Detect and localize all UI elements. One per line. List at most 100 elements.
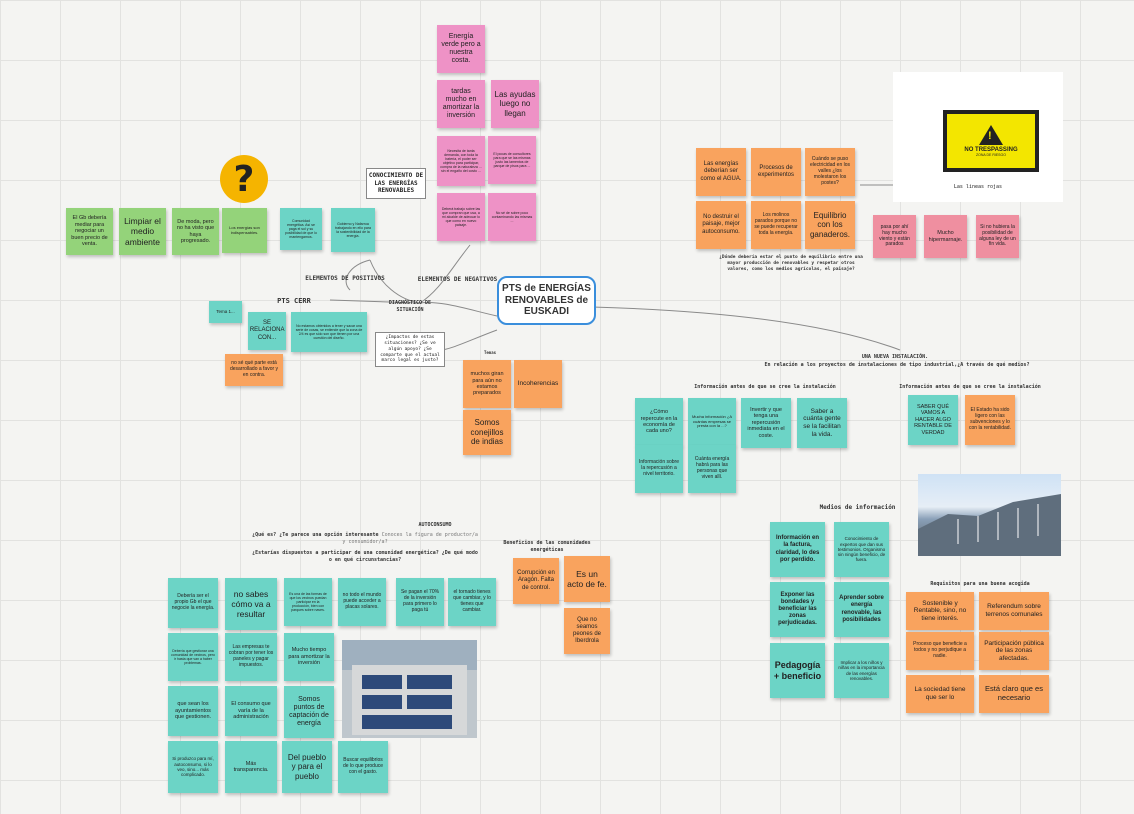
heading-nueva: UNA NUEVA INSTALACIÓN. [861, 354, 929, 360]
note[interactable]: Somos puntos de captación de energía [284, 686, 334, 738]
no-trespassing-sign: ! NO TRESPASSING ZONA DE RIESGO [943, 110, 1039, 172]
note[interactable]: No sé de sobre poco contaminando las mis… [488, 193, 536, 241]
title-line-2: RENOVABLES de [504, 294, 589, 306]
note[interactable]: Aprender sobre energía renovable, las po… [834, 582, 889, 637]
note[interactable]: Los molinos parados porque no se puede r… [751, 201, 801, 249]
note[interactable]: Energía verde pero a nuestra costa. [437, 25, 485, 73]
heading-autoconsumo: AUTOCONSUMO [418, 522, 452, 528]
note[interactable]: Conocimiento de expertos que dan sus tes… [834, 522, 889, 577]
note[interactable]: Proceso que beneficie a todos y no perju… [906, 632, 974, 670]
note[interactable]: El consumo que varía de la administració… [225, 686, 277, 736]
note[interactable]: Exponer las bondades y beneficiar las zo… [770, 582, 825, 637]
note[interactable]: muchos giran para aún no estamos prepara… [463, 360, 511, 408]
note[interactable]: No estamos obtenidos a tener y sacar una… [291, 312, 367, 352]
note[interactable]: Cuánta energía habrá para las personas q… [688, 445, 736, 493]
sign-caption: Las lineas rojas [953, 184, 1003, 190]
note[interactable]: Cuándo se puso electricidad en los valle… [805, 148, 855, 196]
note[interactable]: El Estado ha sido ligero con las subvenc… [965, 395, 1015, 445]
note[interactable]: Implicar a los niños y niñas en la impor… [834, 643, 889, 698]
sign-subtext: ZONA DE RIESGO [976, 153, 1006, 157]
solar-roof-photo [342, 640, 477, 738]
note[interactable]: Mucho tiempo para amortizar la inversión [284, 633, 334, 681]
note[interactable]: Información en la factura, claridad, lo … [770, 522, 825, 577]
note[interactable]: tardas mucho en amortizar la inversión [437, 80, 485, 128]
note[interactable]: Que no seamos peones de Iberdrola [564, 608, 610, 654]
note[interactable]: Tema 1... [209, 301, 242, 323]
warning-triangle-icon: ! [979, 125, 1003, 145]
note[interactable]: No destruir el paisaje, mejor autoconsum… [696, 201, 746, 249]
note[interactable]: Participación pública de las zonas afect… [979, 632, 1049, 670]
note[interactable]: Invertir y que tenga una repercusión inm… [741, 398, 791, 448]
note[interactable]: Debería ser el propio Gb el que negocie … [168, 578, 218, 628]
title-line-1: PTS de ENERGÍAS [502, 283, 591, 295]
note[interactable]: Más transparencia. [225, 741, 277, 793]
heading-positivos: ELEMENTOS DE POSITIVOS [305, 275, 385, 282]
autoconsumo-question-1: ¿Qué es? ¿Te parece una opción interesan… [252, 532, 478, 545]
heading-diagnostico: DIAGNÓSTICO DE SITUACIÓN [388, 300, 432, 313]
heading-nueva-question: En relación a los proyectos de instalaci… [764, 362, 1030, 368]
note[interactable]: no sabes cómo va a resultar [225, 578, 277, 630]
note[interactable]: Del pueblo y para el pueblo [282, 741, 332, 793]
note[interactable]: El Gb debería mediar para negociar un bu… [66, 208, 113, 255]
heading-negativos: ELEMENTOS DE NEGATIVOS [417, 276, 498, 283]
sign-image-card[interactable]: ! NO TRESPASSING ZONA DE RIESGO Las line… [893, 72, 1063, 202]
heading-equilibrio: ¿Dónde debería estar el punto de equilib… [719, 255, 863, 273]
note[interactable]: Comunidad energética. Así se paga el sol… [280, 208, 322, 250]
note[interactable]: Procesos de experimentos [751, 148, 801, 196]
note[interactable]: Debería que gestionar una comunidad de v… [168, 633, 218, 681]
note[interactable]: El pocas de consultores para que se las … [488, 136, 536, 184]
sign-text: NO TRESPASSING [964, 147, 1018, 153]
note[interactable]: Buscar equilibrios de lo que produce con… [338, 741, 388, 793]
heading-info-antes-2: Información antes de que se cree la inst… [899, 384, 1041, 390]
note[interactable]: Limpiar el medio ambiente [119, 208, 166, 255]
note[interactable]: no todo el mundo puede acceder a placas … [338, 578, 386, 626]
main-title-bubble[interactable]: PTS de ENERGÍAS RENOVABLES de EUSKADI [497, 276, 596, 325]
note[interactable]: La sociedad tiene que ser lo [906, 675, 974, 713]
note[interactable]: ¿Cómo repercute en la economía de cada u… [635, 398, 683, 446]
heading-requisitos: Requisitos para una buena acogida [930, 581, 1030, 587]
diagnostico-question: ¿Impactos de estas situaciones? ¿Se ve a… [375, 332, 445, 368]
note[interactable]: Mucho hipermarnaje. [924, 215, 967, 258]
note[interactable]: Pedagogía + beneficio [770, 643, 825, 698]
note[interactable]: que sean los ayuntamientos que gestionen… [168, 686, 218, 736]
heading-info-antes-1: Información antes de que se cree la inst… [694, 384, 836, 390]
note[interactable]: Es un acto de fe. [564, 556, 610, 602]
heading-pts: PTS CERR [277, 297, 311, 305]
note[interactable]: Saber a cuánta gente se la facilitan la … [797, 398, 847, 448]
note[interactable]: SABER QUÉ VAMOS A HACER ALGO RENTABLE DE… [908, 395, 958, 445]
note[interactable]: Es una de las formas de que los vecinos … [284, 578, 332, 626]
note[interactable]: Equilibrio con los ganaderos. [805, 201, 855, 249]
note[interactable]: Las ayudas luego no llegan [491, 80, 539, 128]
autoconsumo-question-2: ¿Estarías dispuestos a participar de una… [252, 550, 478, 563]
heading-medios: Medios de información [819, 504, 896, 511]
note[interactable]: Referendum sobre terrenos comunales [979, 592, 1049, 630]
note[interactable]: Las energías deberían ser como el AGUA. [696, 148, 746, 196]
title-line-3: EUSKADI [523, 306, 569, 318]
heading-beneficios: Beneficios de las comunidades energética… [503, 540, 591, 553]
note[interactable]: Los energías son indispensables. [222, 208, 267, 253]
note[interactable]: el tornado tienes que cambiar, y lo tien… [448, 578, 496, 626]
note[interactable]: Sostenible y Rentable, sino, no tiene in… [906, 592, 974, 630]
note[interactable]: Está claro que es necesario [979, 675, 1049, 713]
note[interactable]: no sé qué parte está desarrollado a favo… [225, 354, 283, 386]
note[interactable]: De moda, pero no ha visto que haya progr… [172, 208, 219, 255]
note[interactable]: Incoherencias [514, 360, 562, 408]
note[interactable]: Si no hubiera la posibilidad de alguna l… [976, 215, 1019, 258]
note[interactable]: Información sobre la repercusión a nivel… [635, 445, 683, 493]
note[interactable]: Corrupción en Aragón. Falta de control. [513, 558, 559, 604]
note[interactable]: Las empresas te cobran por tener los pan… [225, 633, 277, 681]
heading-conocimiento: CONOCIMIENTO DE LAS ENERGÍAS RENOVABLES [366, 168, 426, 199]
note[interactable]: Necesita de tanta demanda, con toda la b… [437, 136, 485, 186]
note[interactable]: SE RELACIONA CON... [248, 312, 286, 350]
note[interactable]: Si produzco para mí, autoconsumo, si lo … [168, 741, 218, 793]
note[interactable]: Se pagan el 70% de la inversión para pri… [396, 578, 444, 626]
question-mark-icon: ? [220, 155, 268, 203]
wind-farm-photo [918, 474, 1061, 556]
note[interactable]: Gobierno y Nafarroa trabajando en ello p… [331, 208, 375, 252]
note[interactable]: Deberá trabajo sobre las que compran que… [437, 193, 485, 241]
note[interactable]: pasa por ahí hay mucho viento y están pa… [873, 215, 916, 258]
note[interactable]: Mucha información ¿A cuántas empresas se… [688, 398, 736, 446]
heading-temas: Temas [483, 350, 497, 355]
note[interactable]: Somos conejillos de indias [463, 410, 511, 455]
